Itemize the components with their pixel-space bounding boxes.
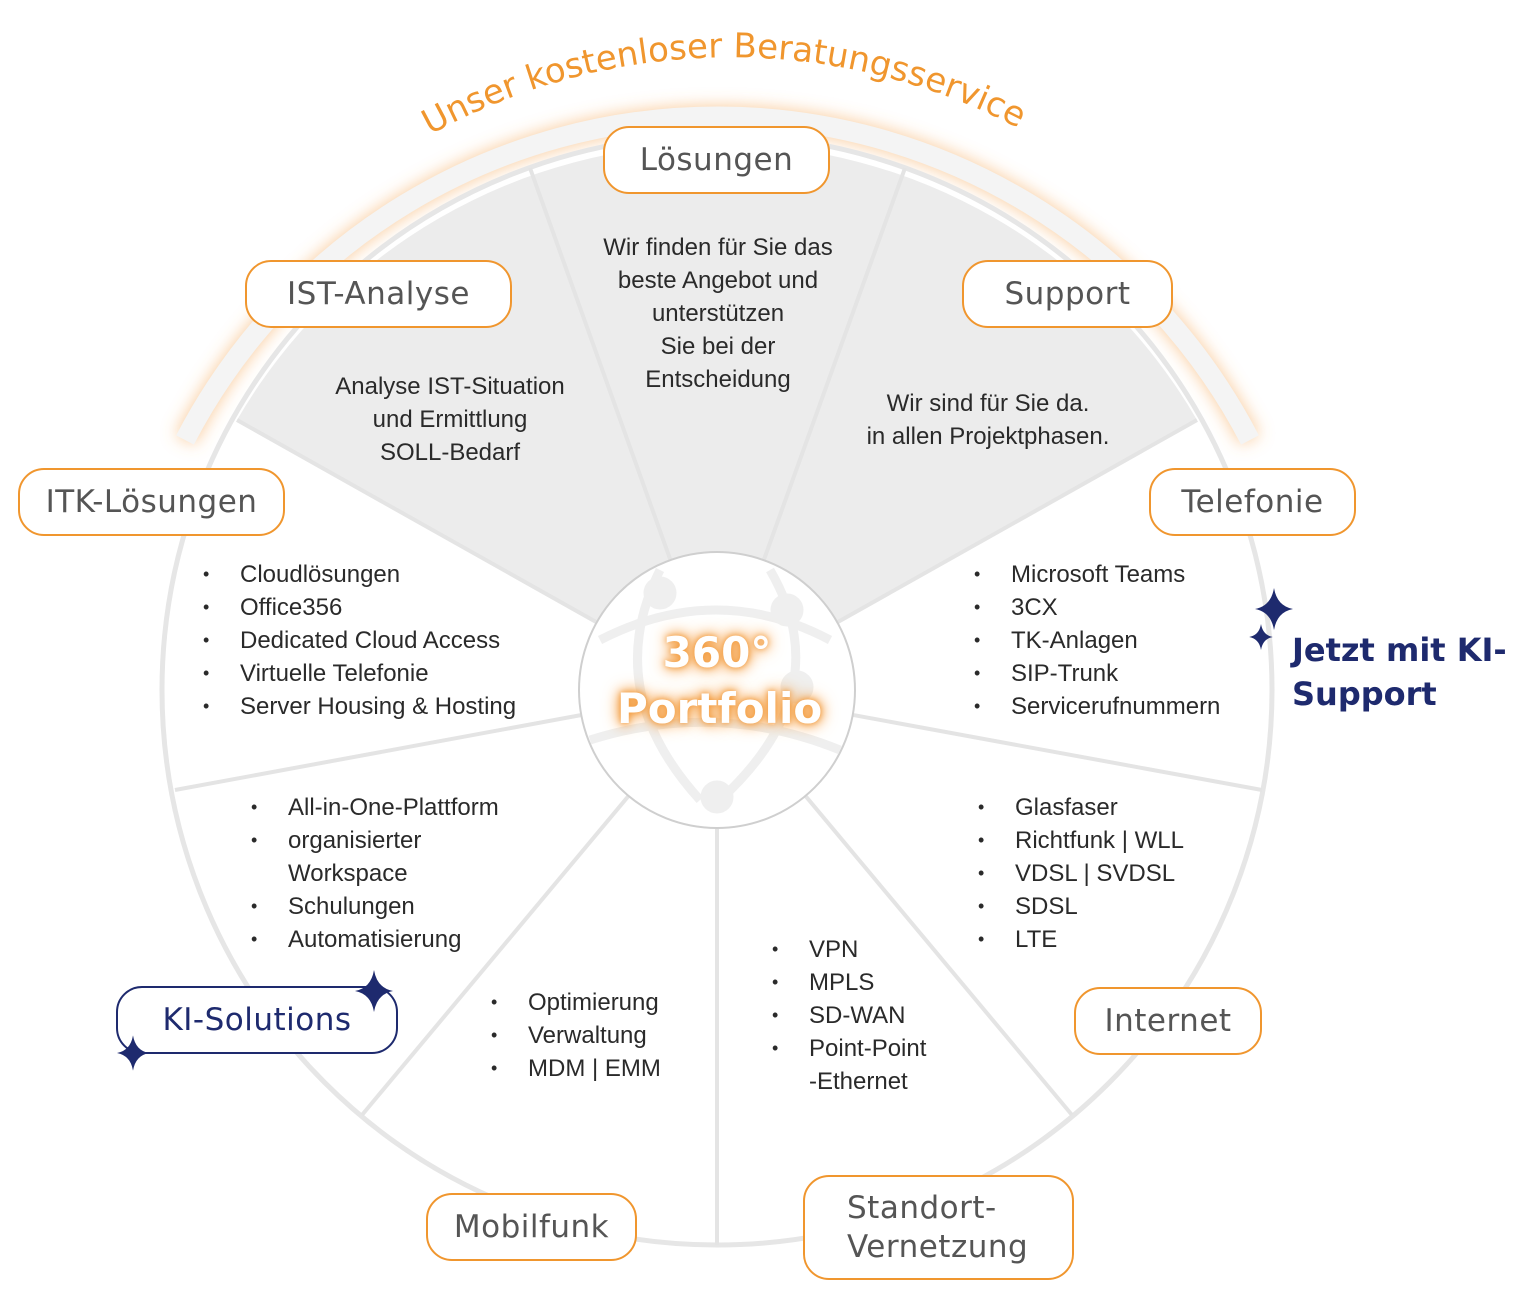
pill-label: Lösungen bbox=[639, 141, 794, 178]
sparkle-icon bbox=[117, 1035, 149, 1071]
loesungen-text: Wir finden für Sie das beste Angebot und… bbox=[578, 231, 858, 396]
list-item: Server Housing & Hosting bbox=[203, 690, 516, 723]
pill-itk-loesungen[interactable]: ITK-Lösungen bbox=[18, 468, 285, 536]
pill-support[interactable]: Support bbox=[962, 260, 1173, 328]
text-line: Entscheidung bbox=[645, 366, 791, 393]
list-item: Verwaltung bbox=[491, 1019, 661, 1052]
list-item-text: organisierter bbox=[288, 827, 422, 854]
pill-label: Telefonie bbox=[1181, 483, 1324, 520]
list-item: Servicerufnummern bbox=[974, 690, 1220, 723]
pill-label: ITK-Lösungen bbox=[45, 483, 258, 520]
mobilfunk-list: Optimierung Verwaltung MDM | EMM bbox=[491, 986, 661, 1085]
pill-telefonie[interactable]: Telefonie bbox=[1149, 468, 1356, 536]
list-item: VDSL | SVDSL bbox=[978, 857, 1184, 890]
list-item: SD-WAN bbox=[772, 999, 926, 1032]
pill-ist-analyse[interactable]: IST-Analyse bbox=[245, 260, 512, 328]
internet-list: Glasfaser Richtfunk | WLL VDSL | SVDSL S… bbox=[978, 791, 1184, 956]
list-item-text: Point-Point bbox=[809, 1035, 927, 1062]
list-item: Virtuelle Telefonie bbox=[203, 657, 516, 690]
text-line: SOLL-Bedarf bbox=[379, 439, 521, 466]
ist-analyse-text: Analyse IST-Situation und Ermittlung SOL… bbox=[310, 370, 590, 469]
list-item: All-in-One-Plattform bbox=[251, 791, 499, 824]
pill-mobilfunk[interactable]: Mobilfunk bbox=[426, 1193, 637, 1261]
list-item: SIP-Trunk bbox=[974, 657, 1220, 690]
hub-line-2: Portfolio bbox=[617, 684, 823, 733]
list-item: Dedicated Cloud Access bbox=[203, 624, 516, 657]
pill-internet[interactable]: Internet bbox=[1074, 987, 1262, 1055]
pill-label: Mobilfunk bbox=[453, 1208, 610, 1245]
list-item: Richtfunk | WLL bbox=[978, 824, 1184, 857]
pill-label: IST-Analyse bbox=[287, 275, 470, 312]
list-item-text: -Ethernet bbox=[809, 1068, 908, 1095]
list-item: 3CX bbox=[974, 591, 1220, 624]
pill-label: Vernetzung bbox=[847, 1228, 1029, 1265]
ki-support-note: Jetzt mit KI- Support bbox=[1292, 628, 1507, 716]
list-item: Glasfaser bbox=[978, 791, 1184, 824]
pill-label: Standort- bbox=[847, 1189, 997, 1226]
pill-standort-vernetzung[interactable]: Standort- Vernetzung bbox=[803, 1175, 1074, 1280]
list-item: LTE bbox=[978, 923, 1184, 956]
pill-label: Internet bbox=[1104, 1002, 1232, 1039]
list-item: SDSL bbox=[978, 890, 1184, 923]
list-item: MDM | EMM bbox=[491, 1052, 661, 1085]
telefonie-list: Microsoft Teams 3CX TK-Anlagen SIP-Trunk… bbox=[974, 558, 1220, 723]
list-item: Automatisierung bbox=[251, 923, 499, 956]
ki-note-line: Jetzt mit KI- bbox=[1292, 631, 1507, 669]
ki-solutions-list: All-in-One-Plattform organisierterWorksp… bbox=[251, 791, 499, 956]
text-line: und Ermittlung bbox=[372, 406, 528, 433]
list-item-text: Workspace bbox=[288, 860, 408, 887]
text-line: unterstützen bbox=[651, 300, 785, 327]
sparkle-icon bbox=[1255, 588, 1293, 630]
hub-label: 360° Portfolio bbox=[617, 625, 823, 737]
sparkle-icon bbox=[1249, 624, 1273, 650]
text-line: Wir finden für Sie das bbox=[603, 234, 833, 261]
ki-note-line: Support bbox=[1292, 675, 1437, 713]
pill-ki-solutions[interactable]: KI-Solutions bbox=[116, 986, 398, 1054]
list-item: Point-Point -Ethernet bbox=[772, 1032, 926, 1098]
list-item: Cloudlösungen bbox=[203, 558, 516, 591]
globe-icon bbox=[588, 567, 842, 814]
text-line: Analyse IST-Situation bbox=[335, 373, 565, 400]
sparkle-icon bbox=[355, 970, 393, 1012]
text-line: in allen Projektphasen. bbox=[866, 423, 1110, 450]
list-item: TK-Anlagen bbox=[974, 624, 1220, 657]
standort-list: VPN MPLS SD-WAN Point-Point -Ethernet bbox=[772, 933, 926, 1098]
list-item: Optimierung bbox=[491, 986, 661, 1019]
support-text: Wir sind für Sie da. in allen Projektpha… bbox=[838, 387, 1138, 453]
itk-list: Cloudlösungen Office356 Dedicated Cloud … bbox=[203, 558, 516, 723]
list-item: MPLS bbox=[772, 966, 926, 999]
pill-loesungen[interactable]: Lösungen bbox=[603, 126, 830, 194]
list-item: Schulungen bbox=[251, 890, 499, 923]
list-item: Microsoft Teams bbox=[974, 558, 1220, 591]
list-item: Office356 bbox=[203, 591, 516, 624]
hub-line-1: 360° bbox=[662, 628, 772, 677]
text-line: Wir sind für Sie da. bbox=[886, 390, 1090, 417]
pill-label: Support bbox=[1004, 275, 1131, 312]
list-item: VPN bbox=[772, 933, 926, 966]
text-line: Sie bei der bbox=[660, 333, 776, 360]
pill-label: KI-Solutions bbox=[162, 1001, 352, 1038]
text-line: beste Angebot und bbox=[617, 267, 819, 294]
